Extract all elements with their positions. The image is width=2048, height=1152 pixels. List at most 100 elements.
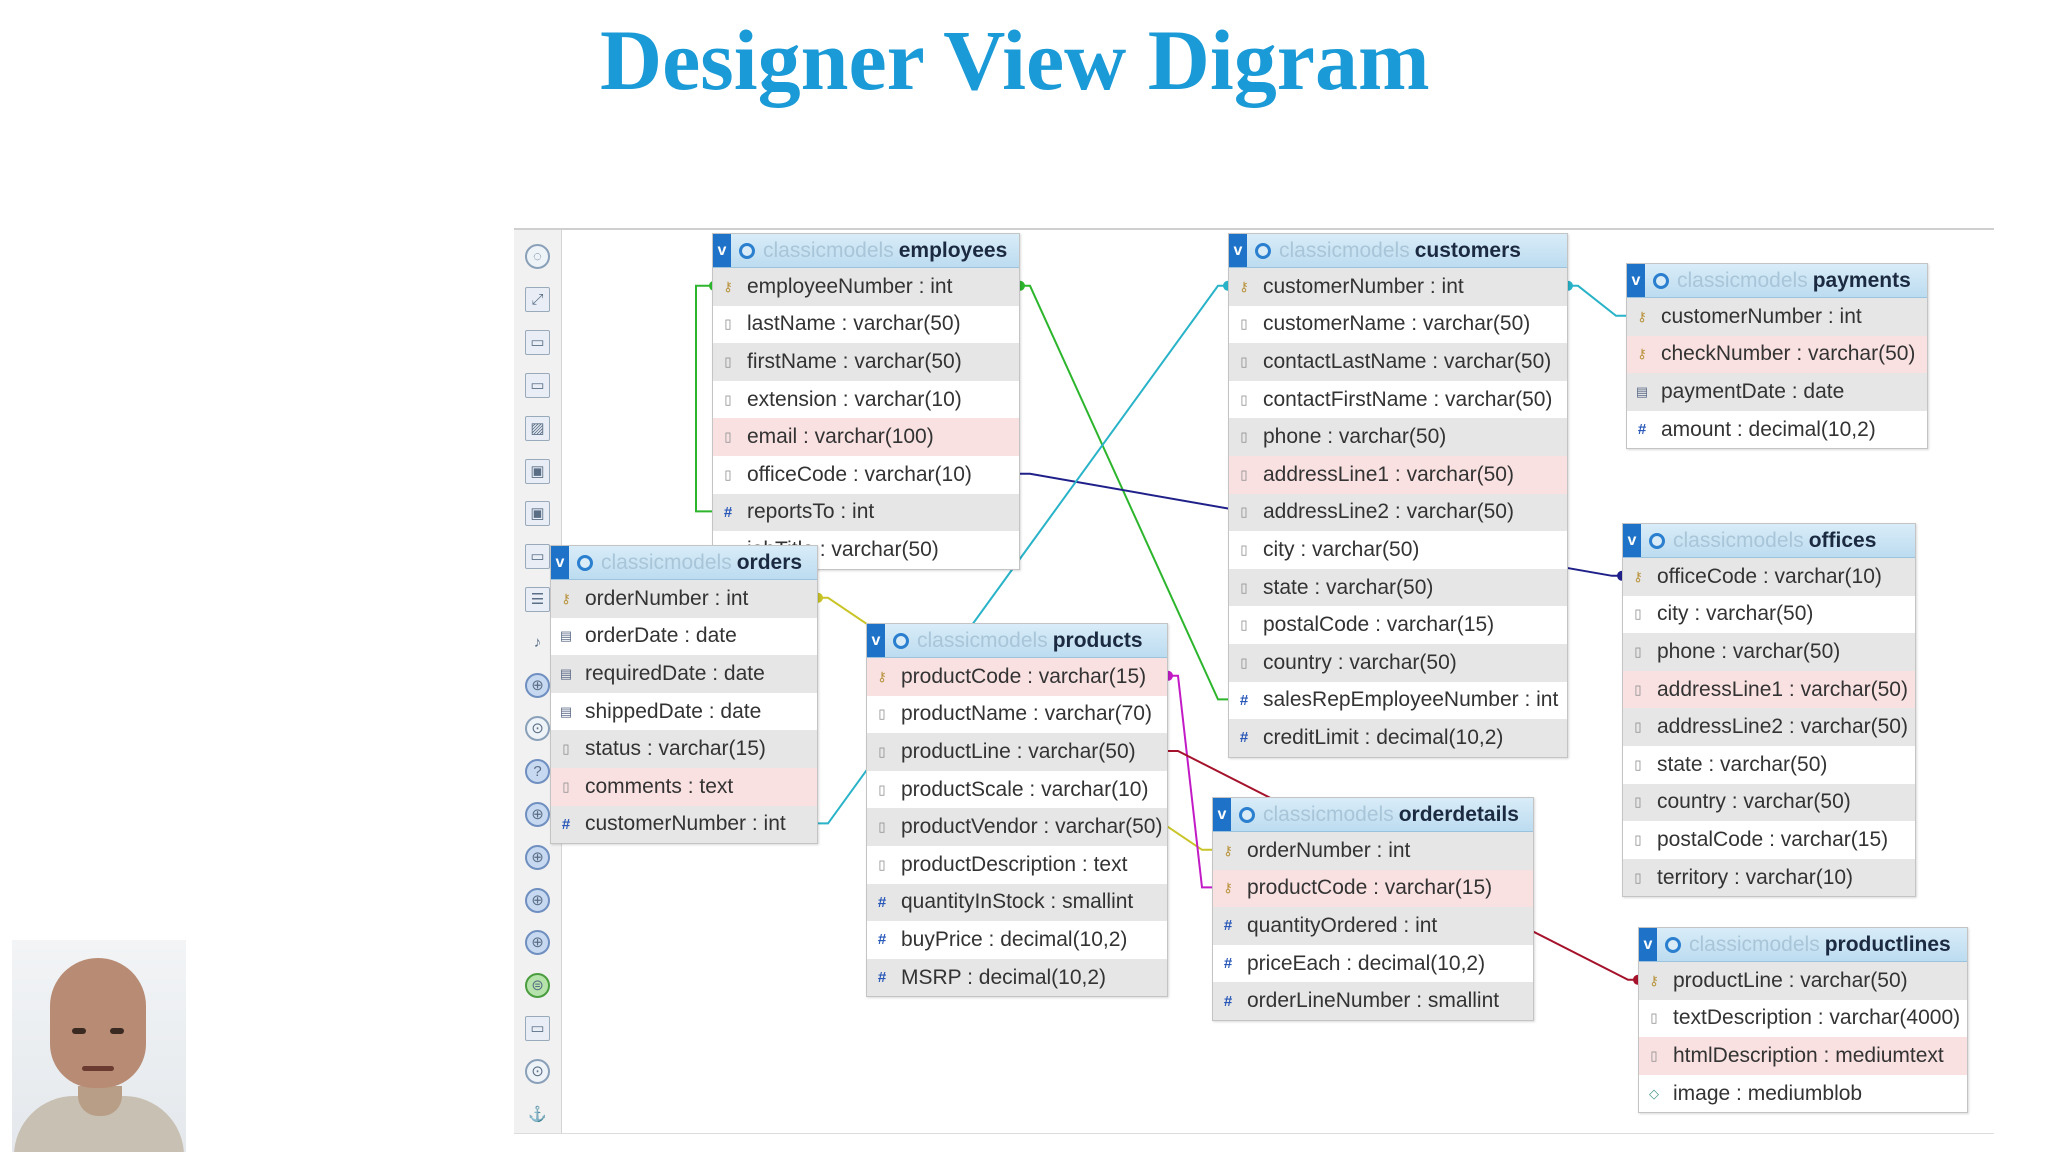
table-field-row[interactable]: ▯city : varchar(50)	[1229, 531, 1567, 569]
table-field-row[interactable]: ⚷orderNumber : int	[551, 580, 817, 618]
table-field-row[interactable]: ◇image : mediumblob	[1639, 1075, 1967, 1113]
table-field-row[interactable]: ⚷productCode : varchar(15)	[1213, 869, 1533, 908]
collapse-toggle-icon[interactable]: v	[551, 546, 569, 579]
table-field-row[interactable]: ▤paymentDate : date	[1627, 373, 1927, 411]
table-field-row[interactable]: ▯phone : varchar(50)	[1623, 633, 1915, 671]
table-field-row[interactable]: #orderLineNumber : smallint	[1213, 982, 1533, 1020]
gear-icon[interactable]	[1239, 806, 1255, 823]
gear-icon[interactable]	[1653, 272, 1669, 289]
table-field-row[interactable]: ⚷employeeNumber : int	[713, 268, 1019, 306]
table-field-row[interactable]: ▯productScale : varchar(10)	[867, 771, 1167, 809]
table-field-row[interactable]: ▯state : varchar(50)	[1623, 746, 1915, 784]
table-field-row[interactable]: ⚷officeCode : varchar(10)	[1623, 558, 1915, 596]
table-field-row[interactable]: ▯postalCode : varchar(15)	[1623, 821, 1915, 859]
collapse-toggle-icon[interactable]: v	[1627, 264, 1645, 297]
table-field-row[interactable]: ▯productLine : varchar(50)	[867, 733, 1167, 771]
table-field-row[interactable]: ▯firstName : varchar(50)	[713, 343, 1019, 381]
table-field-row[interactable]: ▯addressLine2 : varchar(50)	[1229, 493, 1567, 532]
table-field-row[interactable]: ⚷checkNumber : varchar(50)	[1627, 335, 1927, 374]
relation-lines-icon[interactable]: ⊜	[525, 973, 550, 999]
collapse-toggle-icon[interactable]: v	[1639, 928, 1657, 961]
table-field-row[interactable]: #quantityOrdered : int	[1213, 907, 1533, 945]
export-icon[interactable]: ☰	[525, 587, 550, 613]
table-field-row[interactable]: ⚷customerNumber : int	[1229, 268, 1567, 306]
fullscreen-icon[interactable]: ⤢	[525, 286, 550, 312]
angular-links-icon[interactable]: ⊕	[525, 801, 550, 827]
collapse-toggle-icon[interactable]: v	[713, 234, 731, 267]
table-field-row[interactable]: ▯state : varchar(50)	[1229, 568, 1567, 607]
table-field-row[interactable]: ▯addressLine2 : varchar(50)	[1623, 708, 1915, 746]
collapse-toggle-icon[interactable]: v	[1229, 234, 1247, 267]
small-big-icon[interactable]: ⊕	[525, 887, 550, 913]
table-field-row[interactable]: #reportsTo : int	[713, 493, 1019, 532]
table-field-row[interactable]: ▯email : varchar(100)	[713, 418, 1019, 456]
table-field-row[interactable]: ▯customerName : varchar(50)	[1229, 306, 1567, 344]
gear-icon[interactable]	[1649, 532, 1665, 549]
table-field-row[interactable]: ▯territory : varchar(10)	[1623, 858, 1915, 897]
gear-icon[interactable]	[1255, 242, 1271, 259]
gear-icon[interactable]	[893, 632, 909, 649]
table-field-row[interactable]: ▯city : varchar(50)	[1623, 596, 1915, 634]
collapse-toggle-icon[interactable]: v	[867, 624, 885, 657]
table-field-row[interactable]: ▤requiredDate : date	[551, 655, 817, 693]
table-field-row[interactable]: ▯comments : text	[551, 767, 817, 806]
new-page-icon[interactable]: ▭	[525, 329, 550, 355]
table-field-row[interactable]: ▯contactLastName : varchar(50)	[1229, 343, 1567, 381]
table-field-row[interactable]: ▯officeCode : varchar(10)	[713, 456, 1019, 494]
reload-icon[interactable]: ⊙	[525, 715, 550, 741]
table-field-row[interactable]: ▯country : varchar(50)	[1229, 643, 1567, 682]
collapse-toggle-icon[interactable]: v	[1213, 798, 1231, 831]
table-field-row[interactable]: #priceEach : decimal(10,2)	[1213, 945, 1533, 983]
table-field-row[interactable]: ▯country : varchar(50)	[1623, 783, 1915, 822]
collapse-toggle-icon[interactable]: v	[1623, 524, 1641, 557]
table-field-row[interactable]: ▯productName : varchar(70)	[867, 696, 1167, 734]
open-page-icon[interactable]: ▭	[525, 372, 550, 398]
table-field-row[interactable]: #amount : decimal(10,2)	[1627, 411, 1927, 449]
table-field-row[interactable]: ▯addressLine1 : varchar(50)	[1623, 670, 1915, 709]
table-field-row[interactable]: ▯textDescription : varchar(4000)	[1639, 1000, 1967, 1038]
table-field-row[interactable]: #creditLimit : decimal(10,2)	[1229, 719, 1567, 757]
table-field-row[interactable]: ▤orderDate : date	[551, 618, 817, 656]
table-field-row[interactable]: ⚷productLine : varchar(50)	[1639, 962, 1967, 1000]
table-field-row[interactable]: ▯phone : varchar(50)	[1229, 418, 1567, 456]
table-field-row[interactable]: #MSRP : decimal(10,2)	[867, 958, 1167, 997]
save-as-icon[interactable]: ▣	[525, 501, 550, 527]
table-field-row[interactable]: ⚷productCode : varchar(15)	[867, 658, 1167, 696]
save-icon[interactable]: ▣	[525, 458, 550, 484]
anchor-icon[interactable]: ⚓	[528, 1106, 547, 1123]
gear-icon[interactable]	[1665, 936, 1681, 953]
delete-page-icon[interactable]: ▭	[525, 544, 550, 570]
table-field-row[interactable]: #buyPrice : decimal(10,2)	[867, 921, 1167, 959]
import-icon[interactable]: ▭	[525, 1016, 550, 1042]
table-field-row[interactable]: ▯productDescription : text	[867, 846, 1167, 884]
table-field-row[interactable]: #salesRepEmployeeNumber : int	[1229, 682, 1567, 720]
grid-snap-icon[interactable]: ⊕	[525, 844, 550, 870]
relation-icon[interactable]: ♪	[533, 634, 542, 652]
settings-icon[interactable]: ⊙	[525, 1059, 550, 1085]
table-field-row[interactable]: ▯postalCode : varchar(15)	[1229, 606, 1567, 644]
create-table-icon[interactable]: ⊕	[525, 673, 550, 698]
help-icon[interactable]: ?	[525, 758, 550, 784]
table-field-row[interactable]: #quantityInStock : smallint	[867, 883, 1167, 922]
table-field-row[interactable]: ▯addressLine1 : varchar(50)	[1229, 455, 1567, 494]
edit-page-icon[interactable]: ▨	[525, 415, 550, 441]
table-field-row[interactable]: ▯status : varchar(15)	[551, 730, 817, 768]
table-field-row[interactable]: ⚷orderNumber : int	[1213, 832, 1533, 870]
gear-icon[interactable]	[577, 554, 593, 571]
table-field-row[interactable]: #customerNumber : int	[551, 805, 817, 844]
table-field-row[interactable]: ▯productVendor : varchar(50)	[867, 808, 1167, 846]
